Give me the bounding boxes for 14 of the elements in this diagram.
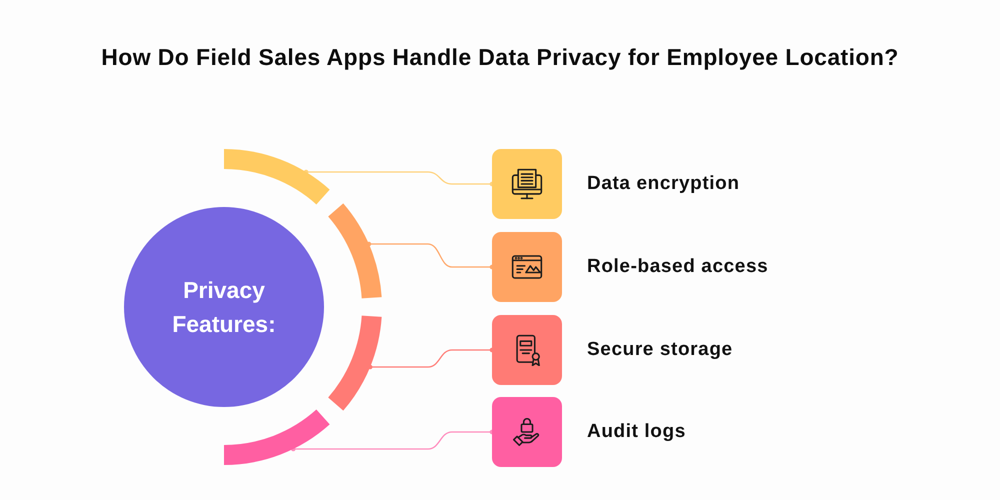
title: How Do Field Sales Apps Handle Data Privacy for Employee Location? [101, 43, 899, 71]
feature-label: Audit logs [587, 421, 686, 443]
feature-label: Role-based access [587, 256, 768, 278]
feature-label: Secure storage [587, 339, 733, 361]
arc-segment [224, 149, 330, 204]
connector [304, 170, 494, 186]
hub-label: Privacy Features: [171, 276, 277, 339]
arc-segment [328, 316, 382, 411]
arc-segment [224, 410, 330, 465]
connector [366, 242, 494, 270]
connector [368, 348, 494, 370]
arc-segment [328, 203, 382, 298]
feature-label: Data encryption [587, 173, 740, 195]
connector [290, 430, 494, 452]
